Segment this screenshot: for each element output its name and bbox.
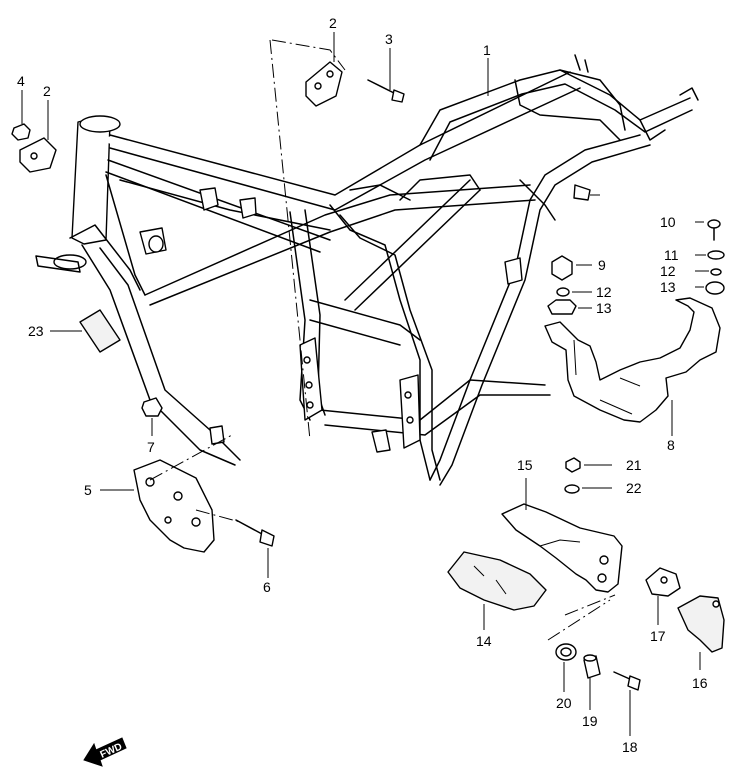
callout-13-left: 13 <box>596 300 612 316</box>
callout-17: 17 <box>650 628 666 644</box>
washer-11 <box>707 250 725 260</box>
nut-21 <box>565 457 581 473</box>
bolt-18 <box>613 671 641 691</box>
callout-3: 3 <box>385 31 393 47</box>
grommet-13-left <box>547 299 577 315</box>
callout-8: 8 <box>667 437 675 453</box>
screw-10 <box>707 219 721 241</box>
bolt-6 <box>235 519 275 547</box>
collar-12-left <box>556 287 570 297</box>
callout-2-left: 2 <box>43 83 51 99</box>
fwd-label: FWD <box>99 741 124 760</box>
callout-11: 11 <box>664 247 679 263</box>
bracket-2-left <box>19 137 57 173</box>
callout-13-right: 13 <box>660 279 676 295</box>
washer-22 <box>564 484 580 494</box>
callout-15: 15 <box>517 457 533 473</box>
label-23 <box>79 309 121 353</box>
bracket-2-upper <box>305 61 343 107</box>
callout-12-left: 12 <box>596 284 612 300</box>
fwd-arrow-icon <box>83 737 127 767</box>
callout-12-right: 12 <box>660 263 676 279</box>
callout-21: 21 <box>626 457 642 473</box>
callout-20: 20 <box>556 695 572 711</box>
grommet-13-right <box>705 281 725 295</box>
bracket-15 <box>501 503 623 593</box>
collar-12-right <box>710 268 722 276</box>
bolt-3 <box>367 79 405 103</box>
callout-5: 5 <box>84 482 92 498</box>
heat-guard-16 <box>677 595 725 653</box>
callout-6: 6 <box>263 579 271 595</box>
callout-22: 22 <box>626 480 642 496</box>
engine-bracket-5 <box>133 459 215 553</box>
battery-bracket-8 <box>544 297 721 423</box>
callout-14: 14 <box>476 633 492 649</box>
callout-9: 9 <box>598 257 606 273</box>
callout-23: 23 <box>28 323 44 339</box>
callout-10: 10 <box>660 214 676 230</box>
spacer-19 <box>583 654 601 679</box>
alignment-lines <box>149 39 616 641</box>
bolt-9 <box>551 255 573 281</box>
callout-18: 18 <box>622 739 638 755</box>
leader-lines <box>21 32 709 736</box>
fwd-direction-marker: FWD <box>83 737 127 767</box>
main-frame <box>35 54 699 486</box>
callout-1: 1 <box>483 42 491 58</box>
bush-7 <box>141 397 163 417</box>
callout-7: 7 <box>147 439 155 455</box>
callout-labels: 1 2 2 3 4 5 6 7 8 9 10 11 12 12 13 13 14… <box>17 15 708 755</box>
callout-19: 19 <box>582 713 598 729</box>
nut-4 <box>11 123 31 141</box>
callout-4: 4 <box>17 73 25 89</box>
callout-16: 16 <box>692 675 708 691</box>
bush-20 <box>555 643 577 661</box>
callout-2-upper: 2 <box>329 15 337 31</box>
